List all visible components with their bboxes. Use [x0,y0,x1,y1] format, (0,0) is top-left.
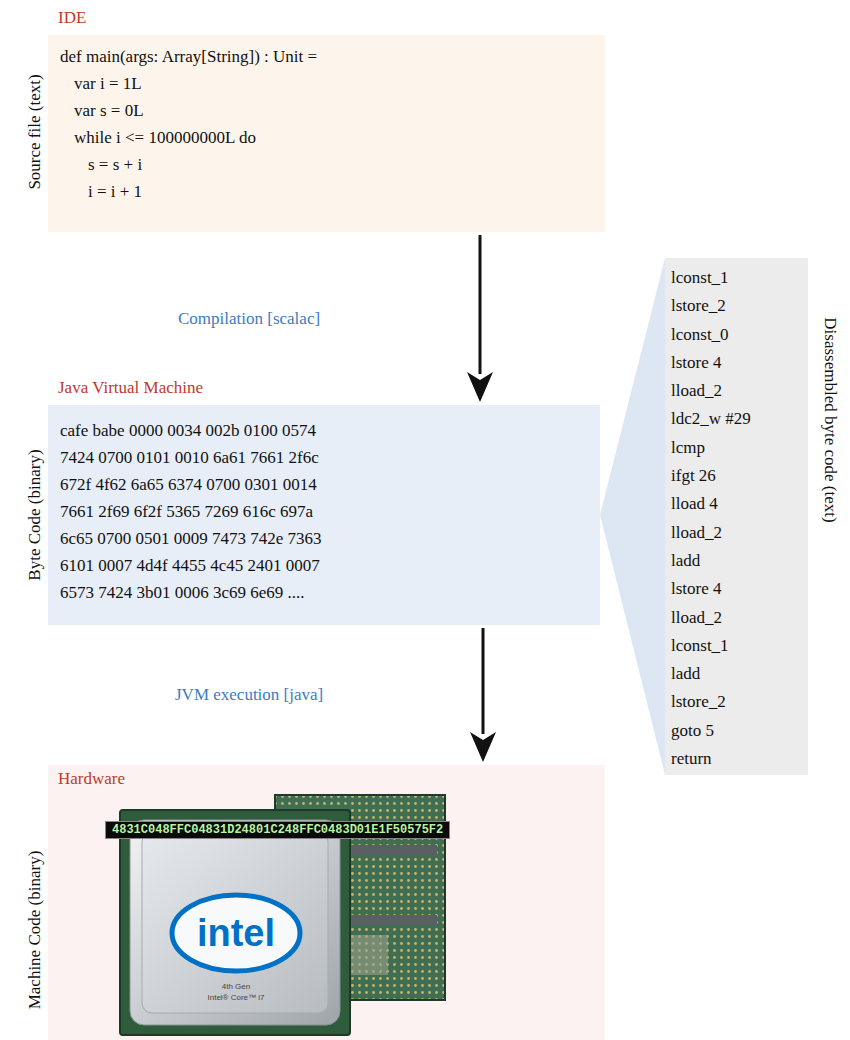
bytecode-instruction: return [671,745,808,773]
bytecode-instruction: lstore_2 [671,292,808,320]
chip-marking: 4th Gen [222,982,250,991]
front-chip [120,810,350,1035]
code-line: i = i + 1 [60,178,605,205]
hex-line: cafe babe 0000 0034 002b 0100 0574 [60,417,600,444]
code-line: var s = 0L [60,97,605,124]
code-line: while i <= 100000000L do [60,124,605,151]
code-line: s = s + i [60,151,605,178]
bytecode-instruction: lconst_0 [671,321,808,349]
code-line: var i = 1L [60,70,605,97]
section-heading: IDE [58,8,86,28]
bytecode-instruction: lload 4 [671,490,808,518]
bytecode-instruction: lconst_1 [671,632,808,660]
edge-label: Compilation [scalac] [178,309,320,329]
bytecode-instruction: ldc2_w #29 [671,405,808,433]
bytecode-instruction: lload_2 [671,377,808,405]
section-heading: Hardware [58,769,125,789]
section-heading: Java Virtual Machine [58,378,203,398]
chip-marking: Intel® Core™ i7 [207,993,264,1002]
hex-line: 6c65 0700 0501 0009 7473 742e 7363 [60,525,600,552]
axis-label: Byte Code (binary) [25,449,45,580]
bytecode-instruction: lstore 4 [671,349,808,377]
bytecode-instruction: ladd [671,660,808,688]
bytecode-instruction: lconst_1 [671,264,808,292]
zoom-callout [600,258,665,775]
bytecode-instruction: lload_2 [671,519,808,547]
hex-line: 7661 2f69 6f2f 5365 7269 616c 697a [60,498,600,525]
flow-arrow [470,628,496,762]
axis-label: Source file (text) [25,74,45,189]
bytecode-instruction: lcmp [671,434,808,462]
section-box: IDEdef main(args: Array[String]) : Unit … [48,35,605,232]
axis-label: Disassembled byte code (text) [820,317,840,522]
axis-label: Machine Code (binary) [25,851,45,1010]
bytecode-instruction: ifgt 26 [671,462,808,490]
hex-line: 6573 7424 3b01 0006 3c69 6e69 .... [60,579,600,606]
section-box: Hardware 4831C048FFC04831D24801C248FFC048… [48,765,605,1040]
hex-line: 672f 4f62 6a65 6374 0700 0301 0014 [60,471,600,498]
logo-text: intel [197,912,275,955]
disassembly-panel: lconst_1lstore_2lconst_0lstore 4lload_2l… [665,258,808,775]
cpu-illustration [48,765,605,1040]
bytecode-instruction: lload_2 [671,604,808,632]
bytecode-instruction: lstore_2 [671,688,808,716]
flow-arrow [467,235,493,402]
bytecode-instruction: ladd [671,547,808,575]
hex-line: 6101 0007 4d4f 4455 4c45 2401 0007 [60,552,600,579]
machine-code-strip: 4831C048FFC04831D24801C248FFC0483D01E1F5… [105,821,450,839]
bytecode-instruction: lstore 4 [671,575,808,603]
bytecode-instruction: goto 5 [671,717,808,745]
hex-line: 7424 0700 0101 0010 6a61 7661 2f6c [60,444,600,471]
code-line: def main(args: Array[String]) : Unit = [60,43,605,70]
section-box: Java Virtual Machinecafe babe 0000 0034 … [48,405,600,625]
edge-label: JVM execution [java] [175,685,323,705]
